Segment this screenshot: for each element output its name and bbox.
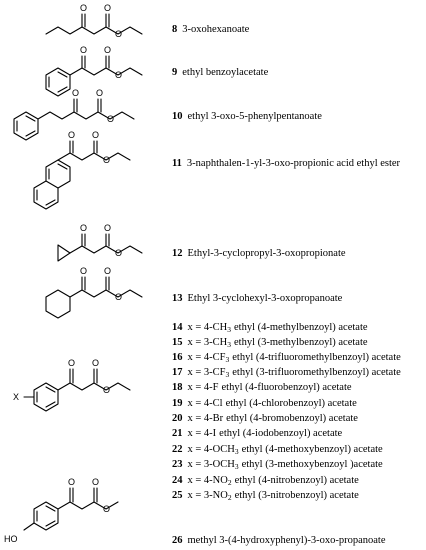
atom-o: O: [68, 358, 75, 368]
atom-o: O: [104, 3, 111, 13]
atom-o: O: [80, 3, 87, 13]
structure-9: O O O: [45, 45, 143, 97]
atom-o: O: [92, 358, 99, 368]
structure-8: O O O: [45, 3, 143, 39]
structure-10: O O O: [13, 88, 135, 141]
atom-o: O: [103, 504, 110, 514]
structure-12: O O O: [57, 223, 143, 262]
atom-o: O: [68, 130, 75, 140]
atom-o: O: [104, 223, 111, 233]
atom-o: O: [115, 29, 122, 39]
atom-o: O: [104, 45, 111, 55]
atom-o: O: [80, 266, 87, 276]
substituent-x: X: [13, 392, 19, 402]
atom-o: O: [96, 88, 103, 98]
atom-o: O: [92, 477, 99, 487]
atom-o: O: [80, 45, 87, 55]
atom-o: O: [115, 70, 122, 80]
structure-11: O O O: [33, 130, 131, 210]
atom-o: O: [80, 223, 87, 233]
structure-26: O O O HO: [4, 477, 119, 544]
atom-o: O: [107, 114, 114, 124]
atom-o: O: [103, 385, 110, 395]
atom-o: O: [72, 88, 79, 98]
structure-14-25: O O O X: [13, 358, 131, 412]
atom-o: O: [103, 155, 110, 165]
atom-o: O: [115, 292, 122, 302]
structure-13: O O O: [45, 266, 143, 319]
atom-o: O: [92, 130, 99, 140]
atom-o: O: [68, 477, 75, 487]
atom-o: O: [104, 266, 111, 276]
atom-o: O: [115, 248, 122, 258]
hydroxyl-group: HO: [4, 534, 18, 544]
